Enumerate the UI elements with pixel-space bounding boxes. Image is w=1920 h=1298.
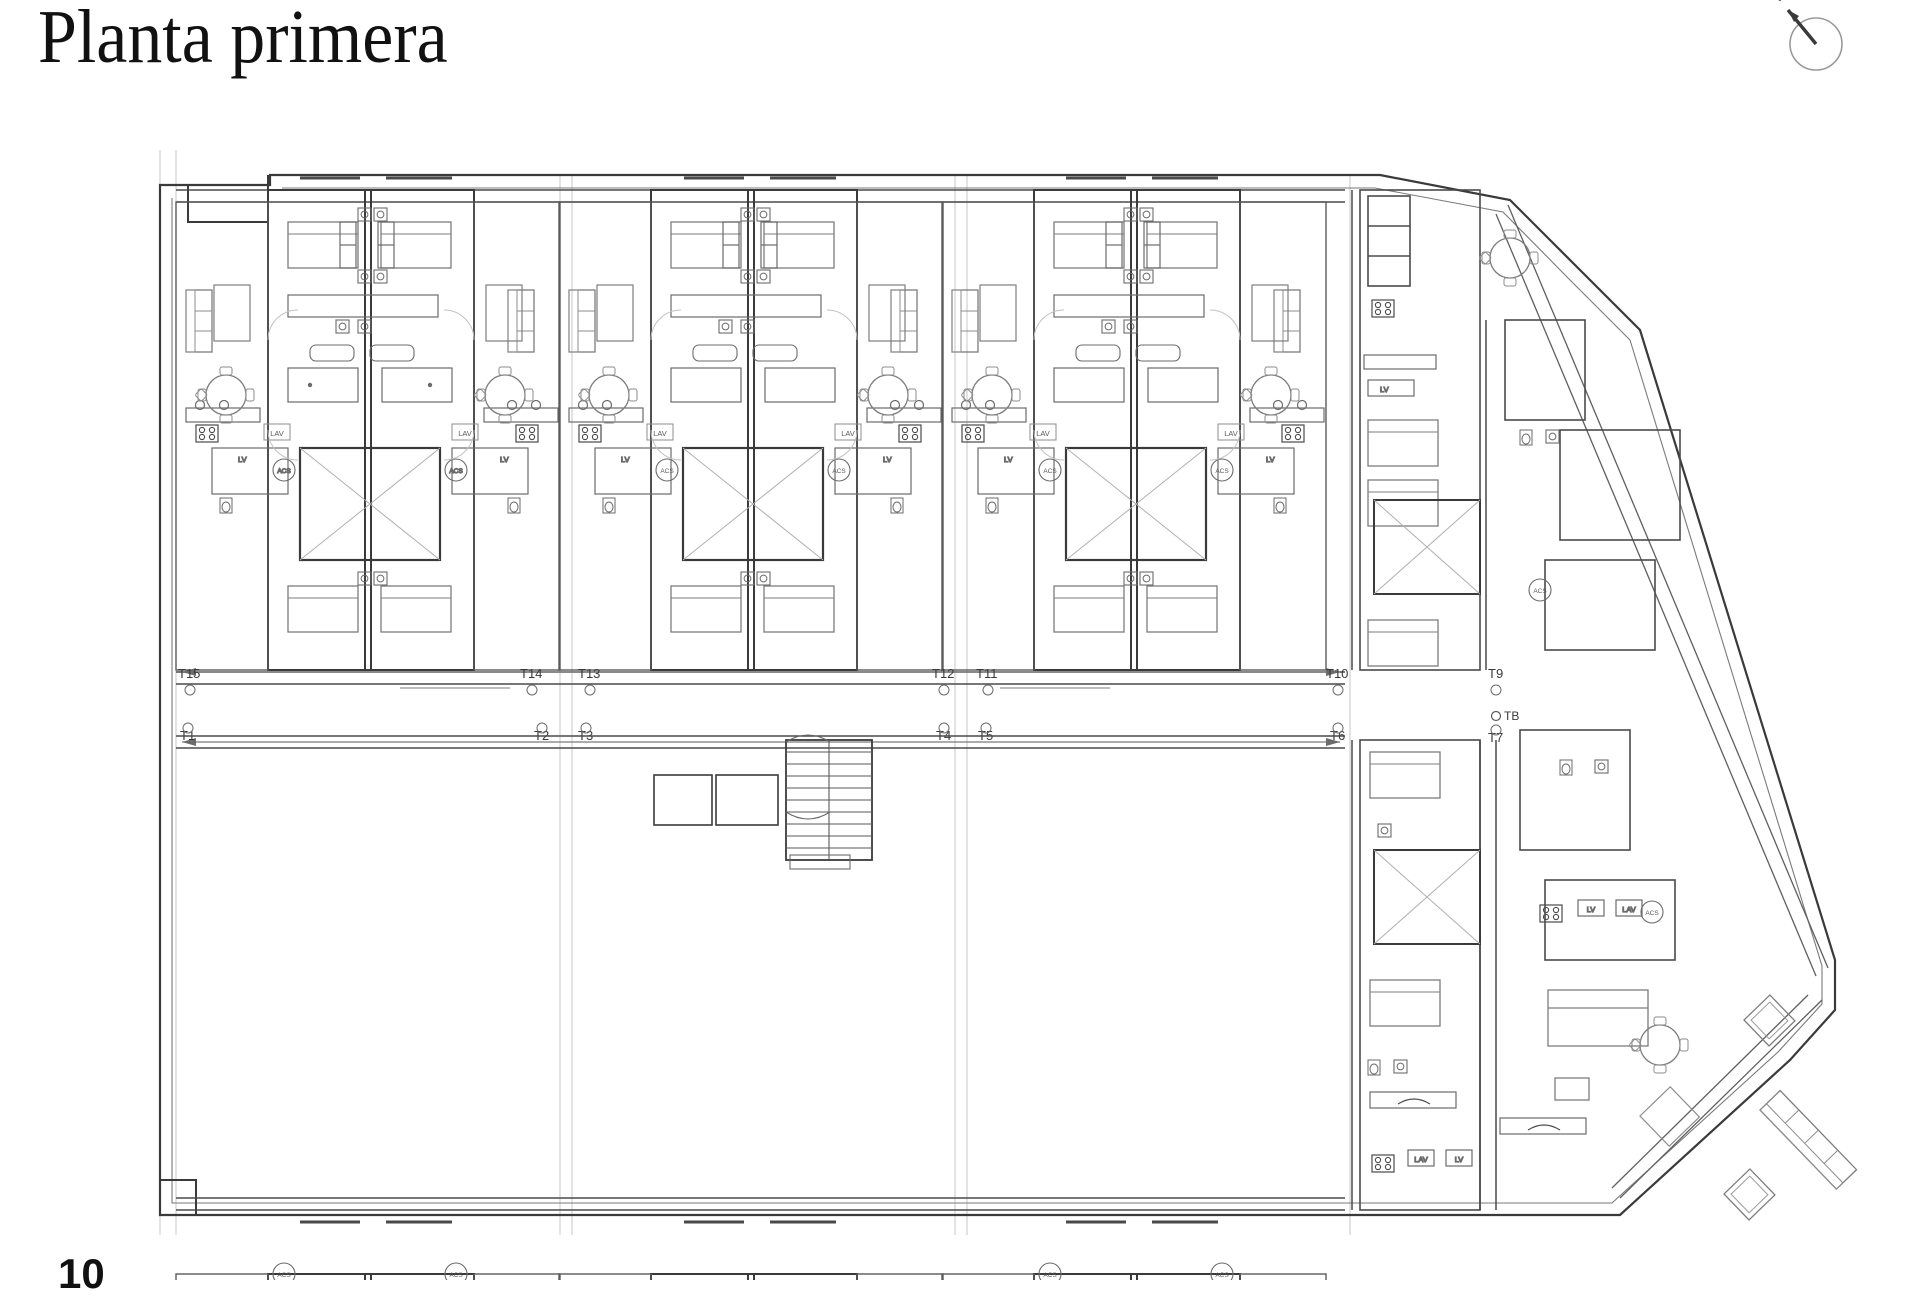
- left-notch-lower: [160, 1179, 197, 1215]
- apartment-pair-3: LAV LAV LV LV: [941, 189, 1327, 671]
- svg-text:LAV: LAV: [458, 429, 472, 438]
- appliance-label-lav-left: LAV: [263, 423, 291, 441]
- apartment-pair-6: [941, 1273, 1327, 1280]
- svg-text:LAV: LAV: [841, 429, 855, 438]
- svg-text:LV: LV: [500, 455, 509, 464]
- right-wing-lower: LAV LV LV LAV: [1359, 729, 1858, 1221]
- right-wing-upper: LV: [1359, 189, 1681, 671]
- stair-core: [653, 734, 873, 870]
- bedroom-group: [287, 207, 452, 284]
- right-corridor: [1351, 190, 1497, 1210]
- svg-text:LAV: LAV: [1224, 429, 1238, 438]
- stair-landing: [785, 734, 851, 870]
- appliance-label-lav-right: LAV: [834, 423, 862, 441]
- svg-text:LV: LV: [1455, 1155, 1464, 1164]
- north-letter: N: [1768, 0, 1788, 4]
- svg-text:T9: T9: [1488, 666, 1503, 681]
- svg-text:LV: LV: [238, 455, 247, 464]
- apartment-pair-1: LAV LAV LV LV: [175, 189, 561, 671]
- bedroom-group-lower: [287, 571, 452, 633]
- building-outline-inner: [171, 187, 1823, 1204]
- svg-text:LV: LV: [883, 455, 892, 464]
- chamfer-facade: [1495, 204, 1829, 1199]
- courtyard-right-lower: [1373, 849, 1481, 945]
- t-labels-upper: T15 T14 T13 T12 T11 T10 T9: [178, 666, 1503, 696]
- svg-text:LV: LV: [1380, 385, 1389, 394]
- courtyard-right-upper: [1373, 499, 1481, 595]
- living-room-group: [185, 284, 535, 424]
- angled-sofa: [1759, 1089, 1858, 1191]
- angled-armchair-2: [1723, 1168, 1776, 1221]
- staircase-steps: [786, 740, 872, 860]
- building-outline: [158, 173, 1837, 1217]
- page-title: Planta primera: [38, 0, 448, 79]
- courtyard: [1064, 446, 1208, 562]
- svg-text:LV: LV: [1004, 455, 1013, 464]
- appliance-label-lav-left: LAV: [1029, 423, 1057, 441]
- courtyard: [681, 446, 825, 562]
- bathroom-group: [287, 294, 453, 403]
- dimension-row-upper: T15 T14 T13 T12 T11 T10 T9: [178, 666, 1503, 696]
- lower-pair-3-labels: LV LV LAV: [1038, 1262, 1234, 1280]
- angled-coffee-table: [1639, 1085, 1701, 1148]
- appliance-label-lav-right: LAV: [451, 423, 479, 441]
- door-swings: [267, 309, 475, 461]
- angled-armchair-1: [1743, 994, 1796, 1047]
- svg-text:T12: T12: [932, 666, 954, 681]
- svg-text:LV: LV: [1266, 455, 1275, 464]
- apartment-pair-4: [175, 1273, 561, 1280]
- svg-text:LV: LV: [1587, 905, 1596, 914]
- lower-block-structure: [176, 735, 1345, 1211]
- svg-text:T10: T10: [1326, 666, 1348, 681]
- appliance-label-lav-right: LAV: [1217, 423, 1245, 441]
- appliance-label-lav-left: LAV: [646, 423, 674, 441]
- svg-text:LAV: LAV: [1622, 905, 1636, 914]
- apartment-pair-5: [558, 1273, 944, 1280]
- lower-service-group: LV LV: [211, 447, 529, 514]
- svg-text:TB: TB: [1504, 709, 1519, 723]
- svg-text:LAV: LAV: [270, 429, 284, 438]
- lower-pair-1-labels: LV LV LAV: [272, 1262, 468, 1280]
- elevator-shaft: [653, 774, 779, 826]
- dimension-row-mid: TB: [1490, 709, 1519, 723]
- svg-text:LV: LV: [621, 455, 630, 464]
- north-arrow-icon: N: [1766, 0, 1856, 82]
- apartment-pair-2: LAV LAV LV LV: [558, 189, 944, 671]
- svg-text:T15: T15: [178, 666, 200, 681]
- corner-living-room: [1547, 989, 1649, 1101]
- svg-text:T11: T11: [976, 666, 997, 681]
- courtyard: [298, 446, 442, 562]
- svg-text:T13: T13: [578, 666, 600, 681]
- svg-text:LAV: LAV: [653, 429, 667, 438]
- tv-unit: [1369, 1091, 1587, 1135]
- dimension-row-lower: T1 T2 T3 T4 T5 T6 T7: [180, 722, 1503, 746]
- svg-text:T14: T14: [520, 666, 542, 681]
- svg-text:LAV: LAV: [1036, 429, 1050, 438]
- t-labels-lower: T1 T2 T3 T4 T5 T6 T7: [180, 722, 1503, 745]
- svg-text:LAV: LAV: [1414, 1155, 1428, 1164]
